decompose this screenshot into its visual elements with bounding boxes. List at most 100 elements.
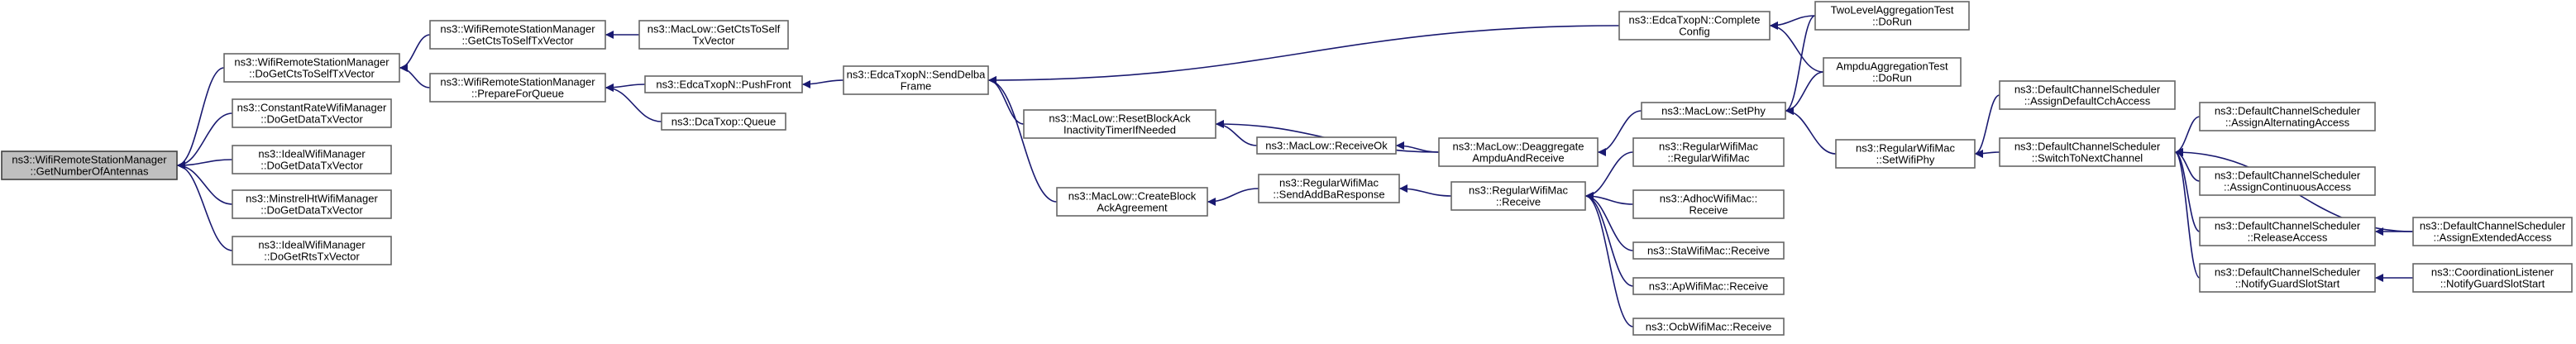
node-label: ::SendAddBaResponse bbox=[1273, 189, 1384, 201]
call-edge-n29-to-n27 bbox=[1974, 149, 2000, 158]
graph-node-n26[interactable]: AmpduAggregationTest::DoRun bbox=[1823, 57, 1962, 87]
graph-node-n24[interactable]: ns3::OcbWifiMac::Receive bbox=[1632, 318, 1785, 336]
node-label: ::AssignExtendedAccess bbox=[2433, 232, 2552, 244]
node-label: ns3::RegularWifiMac bbox=[1279, 177, 1379, 189]
node-label: ns3::CoordinationListener bbox=[2431, 266, 2554, 279]
graph-node-n31[interactable]: ns3::DefaultChannelScheduler::AssignCont… bbox=[2199, 166, 2376, 196]
node-box bbox=[429, 73, 606, 103]
node-label: ::Receive bbox=[1496, 196, 1541, 208]
graph-node-n0[interactable]: ns3::WifiRemoteStationManager::GetNumber… bbox=[1, 150, 178, 180]
graph-node-n18[interactable]: ns3::RegularWifiMac::Receive bbox=[1450, 181, 1586, 211]
call-edge-n33-to-n29 bbox=[2174, 148, 2201, 279]
node-box bbox=[1450, 181, 1586, 211]
node-label: ns3::RegularWifiMac bbox=[1856, 142, 1955, 155]
node-box bbox=[1999, 80, 2176, 110]
node-box bbox=[1, 150, 178, 180]
node-label: ::SetWifiPhy bbox=[1876, 154, 1935, 166]
call-edge-n28-to-n27 bbox=[1974, 94, 2000, 158]
node-label: ::GetCtsToSelfTxVector bbox=[461, 35, 574, 47]
call-edge-n25-to-n19 bbox=[1785, 15, 1816, 115]
node-box bbox=[2199, 166, 2376, 196]
call-edge-n1-to-n0 bbox=[176, 67, 225, 170]
node-box bbox=[223, 53, 400, 83]
node-label: ns3::WifiRemoteStationManager bbox=[12, 154, 167, 166]
node-label: ns3::OcbWifiMac::Receive bbox=[1646, 321, 1771, 333]
graph-node-n35[interactable]: ns3::CoordinationListener::NotifyGuardSl… bbox=[2412, 263, 2573, 293]
graph-node-n12[interactable]: ns3::MacLow::ResetBlockAckInactivityTime… bbox=[1023, 109, 1216, 139]
node-box bbox=[1438, 137, 1599, 167]
graph-node-n1[interactable]: ns3::WifiRemoteStationManager::DoGetCtsT… bbox=[223, 53, 400, 83]
call-edge-n10-to-n7 bbox=[605, 84, 662, 122]
graph-node-n34[interactable]: ns3::DefaultChannelScheduler::AssignExte… bbox=[2412, 217, 2573, 246]
node-label: ns3::MacLow::ReceiveOk bbox=[1265, 140, 1388, 152]
graph-node-n3[interactable]: ns3::IdealWifiManager::DoGetDataTxVector bbox=[232, 145, 392, 174]
graph-node-n22[interactable]: ns3::StaWifiMac::Receive bbox=[1632, 241, 1785, 260]
node-label: ns3::WifiRemoteStationManager bbox=[234, 56, 390, 69]
graph-node-n2[interactable]: ns3::ConstantRateWifiManager::DoGetDataT… bbox=[232, 98, 392, 128]
node-box bbox=[661, 112, 786, 131]
node-label: ::GetNumberOfAntennas bbox=[30, 165, 149, 178]
graph-node-n16[interactable]: ns3::MacLow::ReceiveOk bbox=[1256, 136, 1397, 155]
graph-node-n9[interactable]: ns3::EdcaTxopN::PushFront bbox=[644, 75, 803, 93]
call-edge-n2-to-n0 bbox=[176, 112, 233, 170]
node-label: ns3::EdcaTxopN::Complete bbox=[1629, 14, 1761, 26]
node-label: ns3::WifiRemoteStationManager bbox=[440, 23, 595, 36]
node-label: ::DoRun bbox=[1872, 72, 1912, 84]
graph-node-n29[interactable]: ns3::DefaultChannelScheduler::SwitchToNe… bbox=[1999, 137, 2176, 167]
node-box bbox=[232, 236, 392, 265]
node-label: ::DoGetRtsTxVector bbox=[264, 251, 360, 263]
node-label: ns3::MinstrelHtWifiManager bbox=[246, 193, 378, 205]
call-edge-n13-to-n11 bbox=[987, 76, 1058, 203]
node-box bbox=[1632, 137, 1785, 167]
call-edge-n7-to-n1 bbox=[399, 64, 431, 88]
graph-node-n32[interactable]: ns3::DefaultChannelScheduler::ReleaseAcc… bbox=[2199, 217, 2376, 246]
node-label: AmpduAndReceive bbox=[1472, 152, 1564, 165]
node-box bbox=[638, 20, 789, 50]
call-edge-n5-to-n0 bbox=[176, 161, 233, 251]
graph-node-n33[interactable]: ns3::DefaultChannelScheduler::NotifyGuar… bbox=[2199, 263, 2376, 293]
node-label: Config bbox=[1679, 26, 1710, 38]
graph-node-n21[interactable]: ns3::AdhocWifiMac::Receive bbox=[1632, 189, 1785, 219]
call-edge-n12-to-n11 bbox=[987, 76, 1025, 125]
node-label: ns3::RegularWifiMac bbox=[1469, 184, 1568, 197]
call-edge-n18-to-n17 bbox=[1398, 184, 1452, 197]
call-edge-n16-to-n12 bbox=[1215, 120, 1258, 146]
graph-node-n4[interactable]: ns3::MinstrelHtWifiManager::DoGetDataTxV… bbox=[232, 189, 392, 219]
graph-node-n17[interactable]: ns3::RegularWifiMac::SendAddBaResponse bbox=[1258, 174, 1400, 203]
graph-node-n5[interactable]: ns3::IdealWifiManager::DoGetRtsTxVector bbox=[232, 236, 392, 265]
node-box bbox=[2199, 217, 2376, 246]
call-edge-n26-to-n14 bbox=[1769, 22, 1824, 73]
graph-node-n6[interactable]: ns3::WifiRemoteStationManager::GetCtsToS… bbox=[429, 20, 606, 50]
graph-node-n27[interactable]: ns3::RegularWifiMac::SetWifiPhy bbox=[1835, 139, 1976, 169]
graph-node-n10[interactable]: ns3::DcaTxop::Queue bbox=[661, 112, 786, 131]
node-box bbox=[843, 65, 989, 95]
graph-node-n28[interactable]: ns3::DefaultChannelScheduler::AssignDefa… bbox=[1999, 80, 2176, 110]
node-label: TxVector bbox=[692, 35, 735, 47]
node-label: ns3::MacLow::Deaggregate bbox=[1453, 141, 1584, 153]
graph-node-n8[interactable]: ns3::MacLow::GetCtsToSelfTxVector bbox=[638, 20, 789, 50]
node-label: ::SwitchToNextChannel bbox=[2032, 152, 2143, 165]
node-label: ns3::ApWifiMac::Receive bbox=[1649, 280, 1769, 293]
graph-node-n7[interactable]: ns3::WifiRemoteStationManager::PrepareFo… bbox=[429, 73, 606, 103]
node-label: ns3::DefaultChannelScheduler bbox=[2215, 170, 2361, 182]
node-label: ::DoGetDataTxVector bbox=[260, 204, 363, 217]
node-box bbox=[2412, 217, 2573, 246]
call-edge-n30-to-n29 bbox=[2174, 116, 2201, 156]
node-label: ns3::IdealWifiManager bbox=[258, 239, 366, 251]
node-label: ns3::DefaultChannelScheduler bbox=[2014, 141, 2161, 153]
graph-node-n20[interactable]: ns3::RegularWifiMac::RegularWifiMac bbox=[1632, 137, 1785, 167]
graph-node-n30[interactable]: ns3::DefaultChannelScheduler::AssignAlte… bbox=[2199, 102, 2376, 131]
graph-node-n19[interactable]: ns3::MacLow::SetPhy bbox=[1641, 102, 1786, 120]
call-edge-n4-to-n0 bbox=[176, 161, 233, 205]
node-box bbox=[232, 189, 392, 219]
node-box bbox=[1618, 11, 1771, 41]
node-label: ::RegularWifiMac bbox=[1668, 152, 1750, 165]
node-label: ::PrepareForQueue bbox=[471, 88, 564, 100]
node-label: ns3::DefaultChannelScheduler bbox=[2420, 220, 2566, 232]
graph-node-n23[interactable]: ns3::ApWifiMac::Receive bbox=[1632, 277, 1785, 295]
graph-node-n25[interactable]: TwoLevelAggregationTest::DoRun bbox=[1814, 1, 1970, 31]
